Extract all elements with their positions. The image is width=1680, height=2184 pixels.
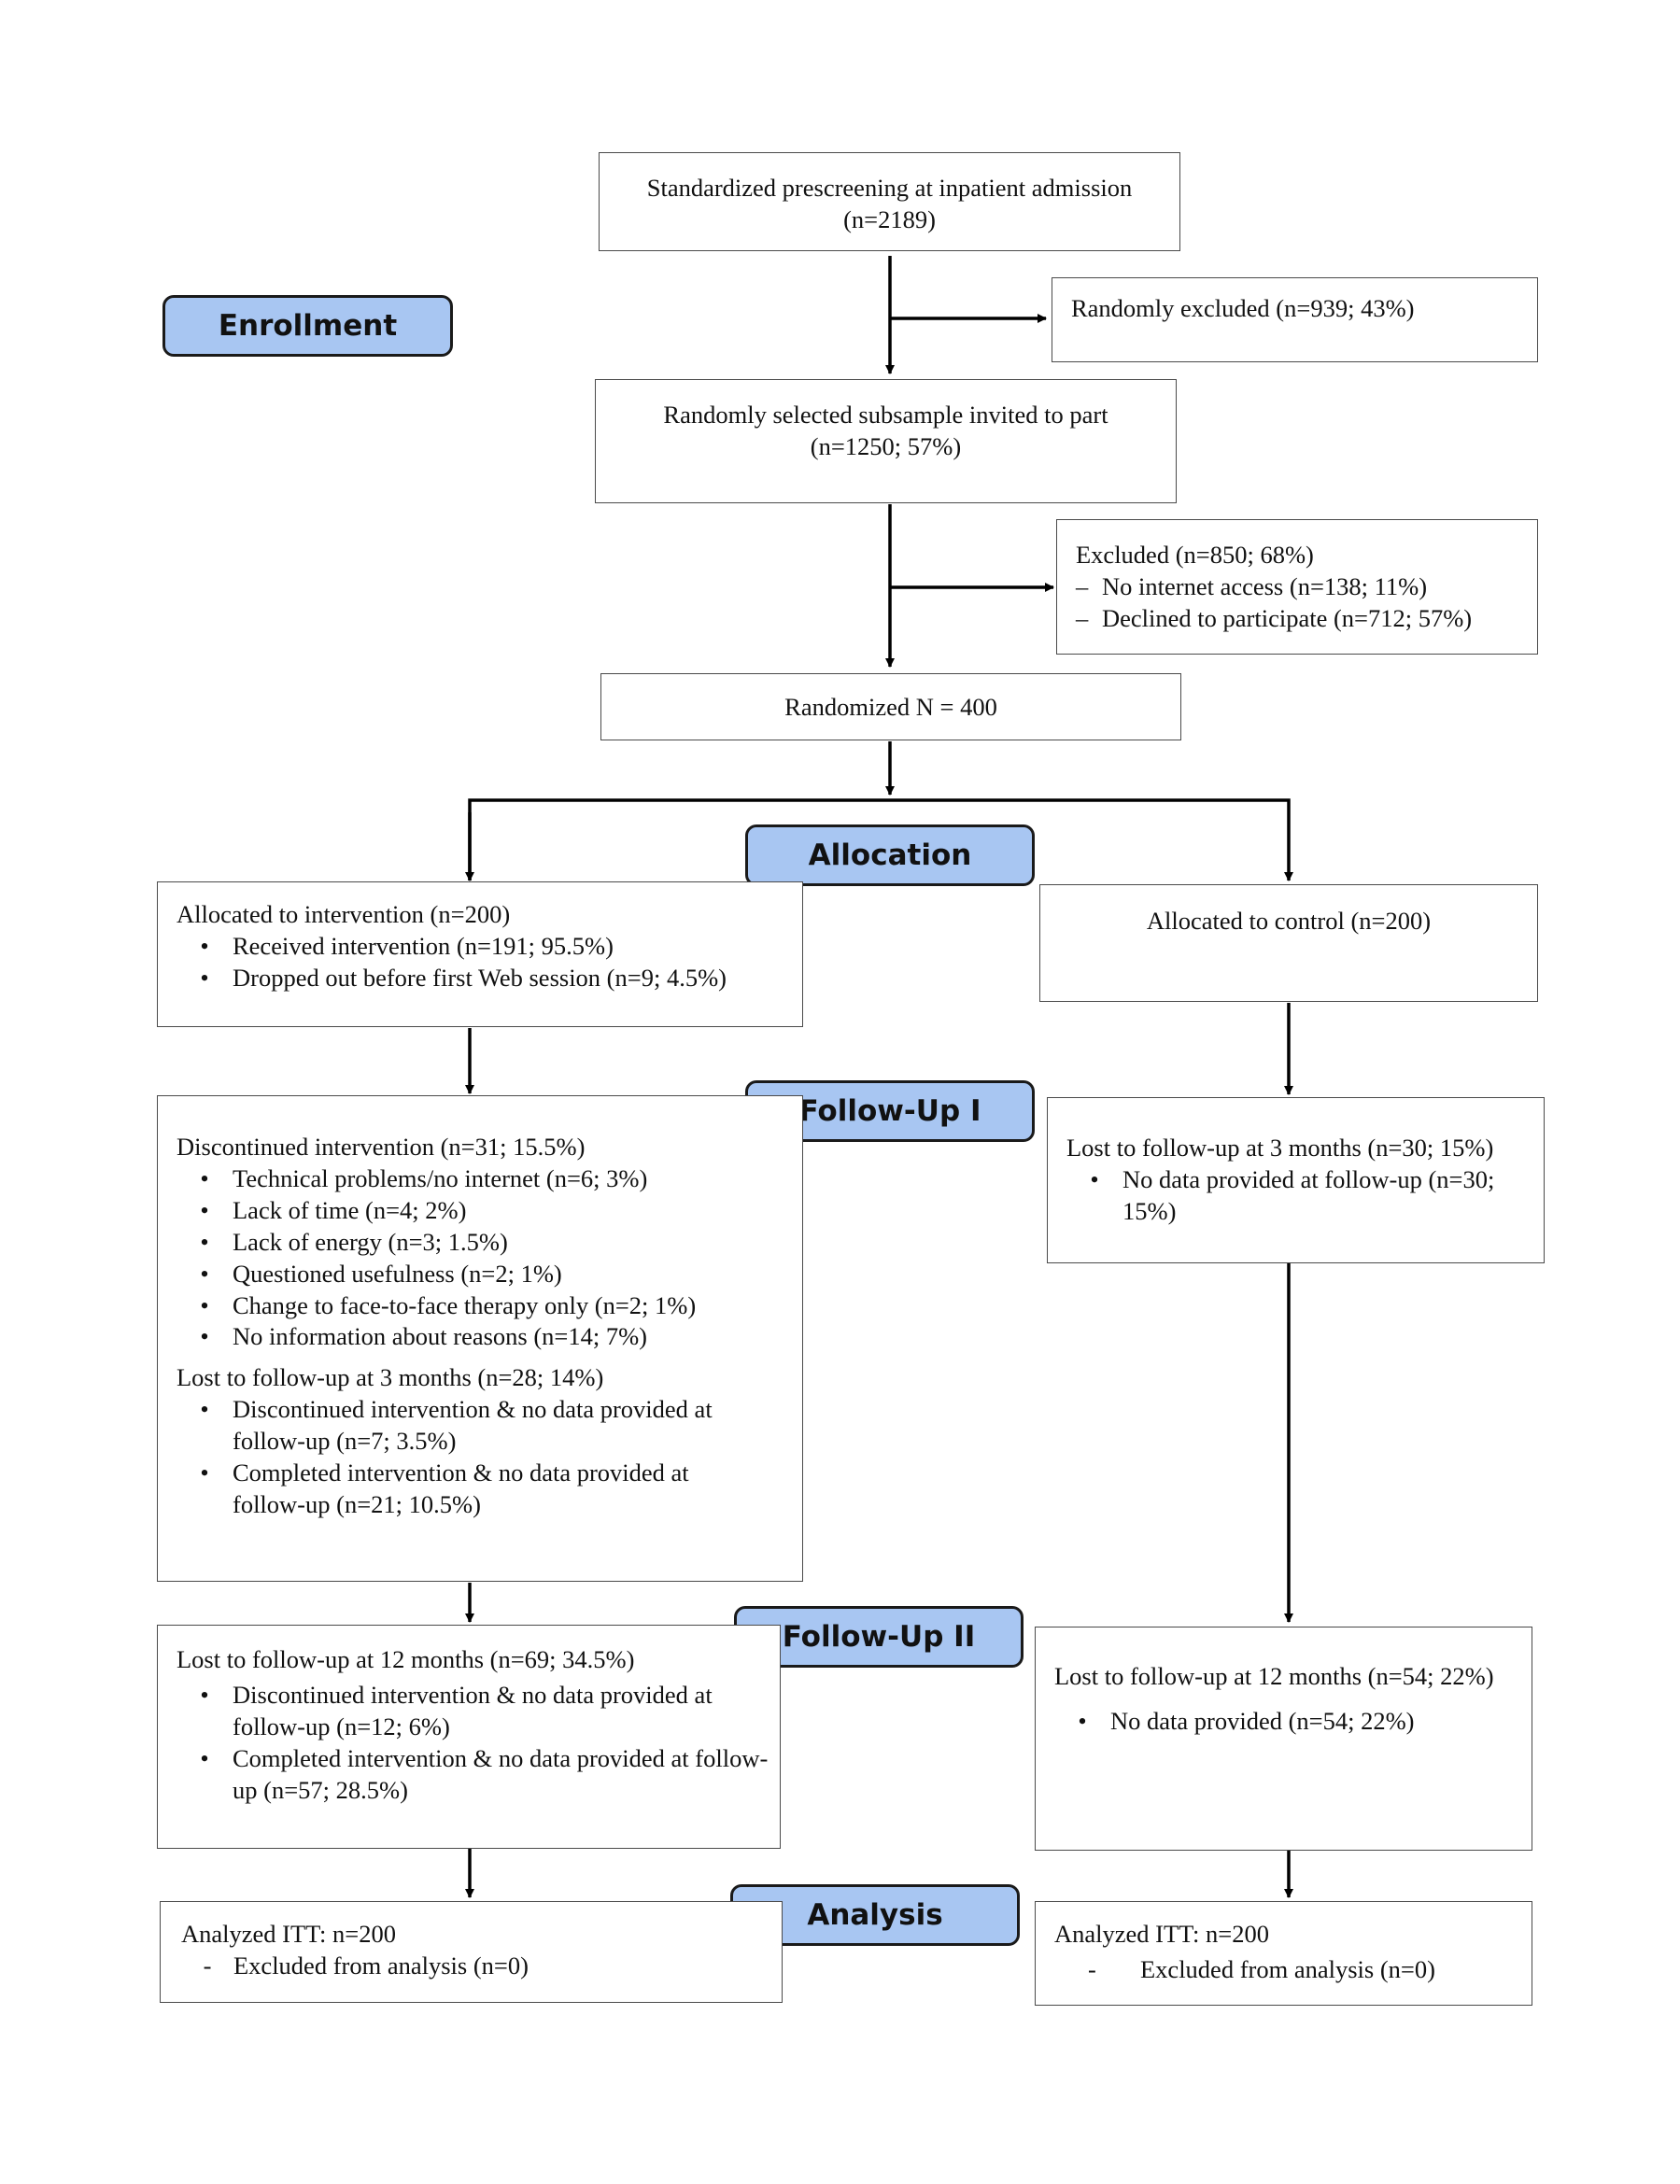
subsample-box: Randomly selected subsample invited to p…: [595, 379, 1177, 503]
list-item: •Completed intervention & no data provid…: [200, 1458, 689, 1518]
list-item: •Dropped out before first Web session (n…: [200, 963, 727, 992]
list-item: -Excluded from analysis (n=0): [203, 1951, 529, 1980]
list-item: •Discontinued intervention & no data pro…: [200, 1395, 713, 1456]
excluded-box: Excluded (n=850; 68%) –No internet acces…: [1056, 519, 1538, 655]
prescreening-line1: Standardized prescreening at inpatient a…: [646, 174, 1133, 202]
allocated-control-box: Allocated to control (n=200): [1039, 884, 1538, 1002]
list-item: •Change to face-to-face therapy only (n=…: [200, 1290, 697, 1319]
fu1-lost-title: Lost to follow-up at 3 months (n=28; 14%…: [176, 1363, 604, 1392]
analysis-intervention-box: Analyzed ITT: n=200 -Excluded from analy…: [160, 1901, 783, 2003]
list-item: –Declined to participate (n=712; 57%): [1076, 603, 1473, 632]
fu2-int-title: Lost to follow-up at 12 months (n=69; 34…: [176, 1645, 635, 1673]
fu1-intervention-box: Discontinued intervention (n=31; 15.5%) …: [157, 1095, 803, 1582]
stage-allocation: Allocation: [745, 824, 1035, 886]
alloc-int-title: Allocated to intervention (n=200): [176, 900, 511, 928]
list-item: •Completed intervention & no data provid…: [200, 1743, 769, 1804]
fu1-discontinued-title: Discontinued intervention (n=31; 15.5%): [176, 1133, 586, 1161]
list-item: •Lack of energy (n=3; 1.5%): [200, 1227, 508, 1256]
prescreening-line2: (n=2189): [843, 204, 936, 233]
fu1-control-box: Lost to follow-up at 3 months (n=30; 15%…: [1047, 1097, 1545, 1263]
stage-enrollment: Enrollment: [162, 295, 453, 357]
list-item: •Lack of time (n=4; 2%): [200, 1195, 467, 1224]
list-item: -Excluded from analysis (n=0): [1088, 1954, 1435, 1983]
list-item: •Questioned usefulness (n=2; 1%): [200, 1259, 562, 1288]
analysis-control-box: Analyzed ITT: n=200 -Excluded from analy…: [1035, 1901, 1532, 2006]
list-item: •No information about reasons (n=14; 7%): [200, 1322, 648, 1351]
randomized-box: Randomized N = 400: [600, 673, 1181, 740]
fu2-control-box: Lost to follow-up at 12 months (n=54; 22…: [1035, 1627, 1532, 1851]
prescreening-box: Standardized prescreening at inpatient a…: [599, 152, 1180, 251]
list-item: •Received intervention (n=191; 95.5%): [200, 931, 614, 960]
fu2-ctrl-title: Lost to follow-up at 12 months (n=54; 22…: [1054, 1662, 1494, 1690]
fu2-intervention-box: Lost to follow-up at 12 months (n=69; 34…: [157, 1625, 781, 1849]
excluded-title: Excluded (n=850; 68%): [1076, 541, 1314, 569]
analysis-ctrl-title: Analyzed ITT: n=200: [1054, 1920, 1269, 1948]
allocated-intervention-box: Allocated to intervention (n=200) •Recei…: [157, 881, 803, 1027]
random-excluded-box: Randomly excluded (n=939; 43%): [1052, 277, 1538, 362]
list-item: •No data provided (n=54; 22%): [1078, 1706, 1415, 1735]
analysis-int-title: Analyzed ITT: n=200: [181, 1920, 396, 1948]
list-item: •Discontinued intervention & no data pro…: [200, 1680, 713, 1740]
list-item: •No data provided at follow-up (n=30; 15…: [1090, 1164, 1495, 1225]
list-item: –No internet access (n=138; 11%): [1076, 571, 1428, 600]
random-excluded-text: Randomly excluded (n=939; 43%): [1071, 294, 1415, 322]
list-item: •Technical problems/no internet (n=6; 3%…: [200, 1163, 648, 1192]
randomized-text: Randomized N = 400: [784, 693, 997, 721]
fu1-ctrl-title: Lost to follow-up at 3 months (n=30; 15%…: [1066, 1134, 1494, 1162]
subsample-line1: Randomly selected subsample invited to p…: [663, 401, 1108, 429]
subsample-line2: (n=1250; 57%): [810, 431, 962, 460]
alloc-ctrl-title: Allocated to control (n=200): [1146, 907, 1432, 935]
